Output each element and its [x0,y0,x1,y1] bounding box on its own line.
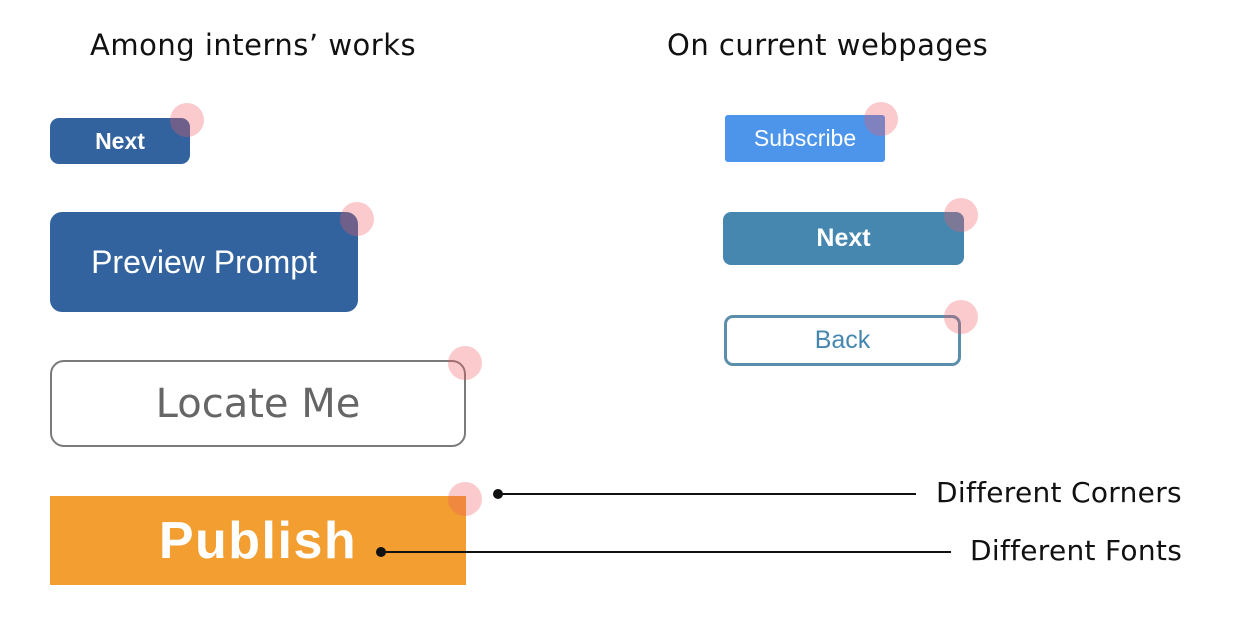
subscribe-label: Subscribe [753,125,857,151]
corner-highlight-dot [944,300,978,334]
corners-callout-label: Different Corners [936,476,1182,509]
back-label: Back [814,326,871,354]
corner-highlight-dot [170,103,204,137]
corner-highlight-dot [340,202,374,236]
locate-me-button[interactable]: Locate Me [50,360,466,447]
current-next-button[interactable]: Next [723,212,964,265]
intern-next-button[interactable]: Next [50,118,190,164]
preview-prompt-label: Preview Prompt [91,243,317,280]
corner-highlight-dot [864,102,898,136]
intern-next-label: Next [95,127,145,154]
locate-me-label: Locate Me [155,380,361,427]
fonts-callout-label: Different Fonts [970,534,1183,567]
corner-highlight-dot [448,346,482,380]
preview-prompt-button[interactable]: Preview Prompt [50,212,358,312]
publish-label: Publish [158,511,358,570]
heading-interns-works: Among interns’ works [90,28,417,62]
heading-current-webpages: On current webpages [667,28,989,62]
corners-callout-line [498,493,916,495]
current-next-label: Next [816,224,871,252]
publish-button[interactable]: Publish [50,496,466,585]
corner-highlight-dot [944,198,978,232]
corner-highlight-dot [448,482,482,516]
subscribe-button[interactable]: Subscribe [725,115,885,162]
fonts-callout-line [381,551,951,553]
back-button[interactable]: Back [724,315,961,366]
